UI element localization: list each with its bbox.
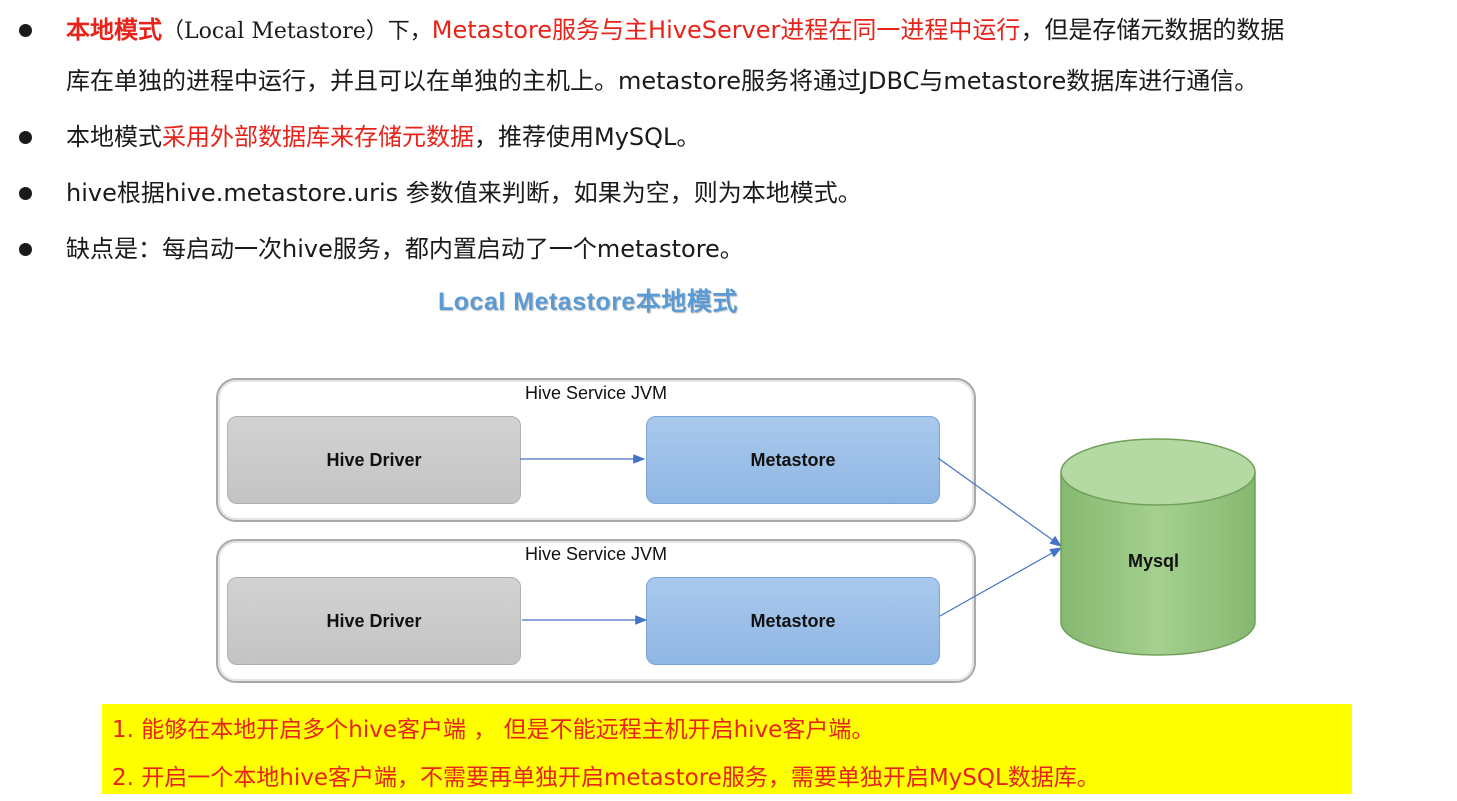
hive-service-jvm-2: Hive Service JVM Hive Driver Metastore xyxy=(216,539,976,683)
bullet-dot-icon xyxy=(19,131,32,144)
bullet-dot-icon xyxy=(19,187,32,200)
mysql-cylinder-icon xyxy=(1060,438,1256,656)
local-metastore-diagram: Hive Service JVM Hive Driver Metastore H… xyxy=(170,340,1300,690)
note-line-1: 1. 能够在本地开启多个hive客户端 ， 但是不能远程主机开启hive客户端。 xyxy=(112,717,875,743)
mysql-label: Mysql xyxy=(1128,551,1180,571)
metastore-box-2: Metastore xyxy=(646,577,940,665)
diagram-caption: Local Metastore本地模式 xyxy=(438,288,738,316)
local-metastore-paren: （Local Metastore）下， xyxy=(162,19,432,44)
hive-service-jvm-1: Hive Service JVM Hive Driver Metastore xyxy=(216,378,976,522)
hive-driver-box-1: Hive Driver xyxy=(227,416,521,504)
jvm-title: Hive Service JVM xyxy=(524,544,668,564)
metastore-same-process-text: Metastore服务与主HiveServer进程在同一进程中运行 xyxy=(431,16,1021,44)
hive-driver-box-2: Hive Driver xyxy=(227,577,521,665)
bullet-2-pre: 本地模式 xyxy=(66,123,162,151)
local-mode-term: 本地模式 xyxy=(66,16,162,44)
metastore-box-1: Metastore xyxy=(646,416,940,504)
note-line-2: 2. 开启一个本地hive客户端，不需要再单独开启metastore服务，需要单… xyxy=(112,765,1100,791)
bullet-2-post: ，推荐使用MySQL。 xyxy=(474,123,701,151)
bullet-3-line: hive根据hive.metastore.uris 参数值来判断，如果为空，则为… xyxy=(66,179,862,207)
bullet-2-line: 本地模式采用外部数据库来存储元数据，推荐使用MySQL。 xyxy=(66,122,700,152)
bullet-1-rest: ，但是存储元数据的数据 xyxy=(1020,16,1285,44)
bullet-1-line-2: 库在单独的进程中运行，并且可以在单独的主机上。metastore服务将通过JDB… xyxy=(66,67,1259,95)
external-db-text: 采用外部数据库来存储元数据 xyxy=(162,123,474,151)
bullet-1-line-1: 本地模式（Local Metastore）下，Metastore服务与主Hive… xyxy=(66,15,1284,47)
bullet-dot-icon xyxy=(19,24,32,37)
bullet-dot-icon xyxy=(19,243,32,256)
bullet-4-line: 缺点是：每启动一次hive服务，都内置启动了一个metastore。 xyxy=(66,235,744,263)
highlight-note: 1. 能够在本地开启多个hive客户端 ， 但是不能远程主机开启hive客户端。… xyxy=(102,704,1352,794)
jvm-title: Hive Service JVM xyxy=(524,383,668,403)
